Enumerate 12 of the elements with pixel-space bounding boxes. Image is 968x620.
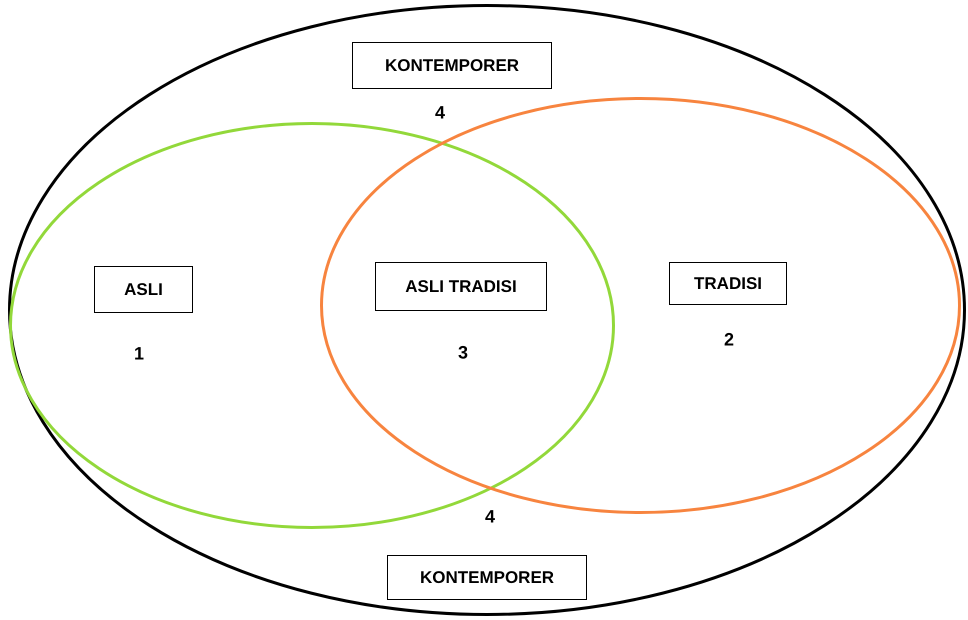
region-number: 2 bbox=[724, 330, 734, 350]
category-box: TRADISI bbox=[669, 262, 787, 305]
category-box: KONTEMPORER bbox=[352, 42, 552, 89]
category-box: KONTEMPORER bbox=[387, 555, 587, 600]
ellipse-outline bbox=[9, 122, 615, 529]
region-number: 3 bbox=[458, 342, 468, 364]
region-number: 1 bbox=[134, 344, 144, 364]
category-box: ASLI bbox=[94, 266, 193, 313]
region-number: 4 bbox=[435, 102, 445, 124]
category-box: ASLI TRADISI bbox=[375, 262, 547, 311]
region-number: 4 bbox=[485, 506, 495, 528]
ellipse-outline bbox=[8, 4, 966, 616]
